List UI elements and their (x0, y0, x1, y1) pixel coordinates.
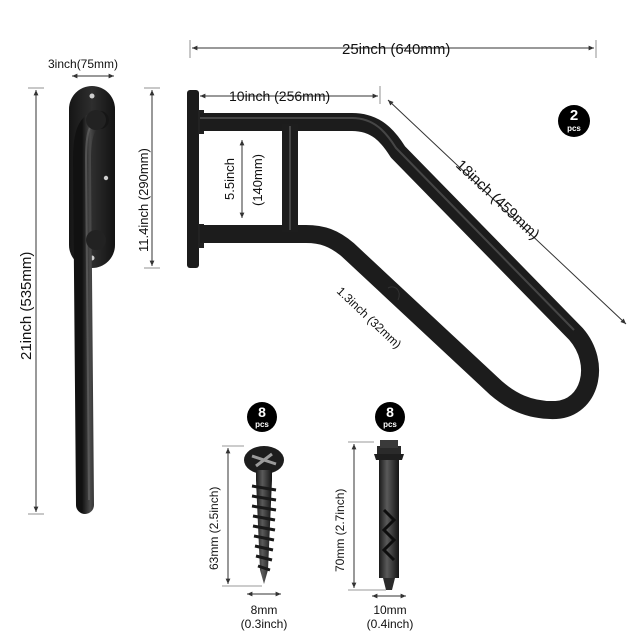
arm-spacing-label-1: 5.5inch (222, 158, 237, 200)
screw-illustration (244, 446, 284, 584)
diagonal-dimension: 18inch (459mm) (387, 99, 627, 325)
plate-width-label: 3inch(75mm) (48, 57, 118, 71)
rail-unit: pcs (567, 124, 581, 133)
anchor-unit: pcs (383, 420, 397, 429)
screw-quantity-badge: 8 pcs (247, 402, 277, 432)
front-view-rail (187, 90, 600, 420)
overall-width-dimension: 25inch (640mm) (189, 40, 597, 58)
screw-diameter-line2: (0.3inch) (241, 617, 288, 631)
anchor-diameter-line1: 10mm (373, 603, 406, 617)
anchor-length-label: 70mm (2.7inch) (333, 489, 347, 572)
rail-count: 2 (570, 107, 578, 124)
screw-diameter-line1: 8mm (251, 603, 278, 617)
plate-hole (89, 93, 95, 99)
arm-spacing-label-2: (140mm) (250, 154, 265, 206)
side-view-rail (69, 86, 115, 514)
anchor-length-dimension: 70mm (2.7inch) (333, 441, 386, 591)
plate-height-dimension: 11.4inch (290mm) (136, 87, 160, 269)
screw-unit: pcs (255, 420, 269, 429)
anchor-diameter-dimension: 10mm (0.4inch) (367, 593, 414, 631)
front-mount-plate (187, 90, 199, 268)
arm-spacing-dimension: 5.5inch (140mm) (222, 140, 265, 218)
plate-height-label: 11.4inch (290mm) (136, 148, 151, 252)
top-run-dimension: 10inch (256mm) (200, 86, 381, 104)
anchor-diameter-line2: (0.4inch) (367, 617, 414, 631)
rail-quantity-badge: 2 pcs (558, 105, 590, 137)
total-height-label: 21inch (535mm) (18, 252, 35, 360)
anchor-count: 8 (386, 404, 394, 420)
total-height-dimension: 21inch (535mm) (18, 87, 44, 515)
anchor-bolt-illustration (374, 440, 404, 590)
top-run-label: 10inch (256mm) (229, 88, 330, 104)
screw-diameter-dimension: 8mm (0.3inch) (241, 591, 288, 631)
anchor-quantity-badge: 8 pcs (375, 402, 405, 432)
overall-width-label: 25inch (640mm) (342, 41, 450, 58)
screw-length-dimension: 63mm (2.5inch) (207, 445, 262, 587)
screw-count: 8 (258, 404, 266, 420)
plate-width-dimension: 3inch(75mm) (48, 57, 118, 79)
screw-length-label: 63mm (2.5inch) (207, 487, 221, 570)
anchor-sleeve (379, 460, 399, 578)
anchor-bolt-head (377, 446, 401, 454)
plate-hole (103, 175, 109, 181)
